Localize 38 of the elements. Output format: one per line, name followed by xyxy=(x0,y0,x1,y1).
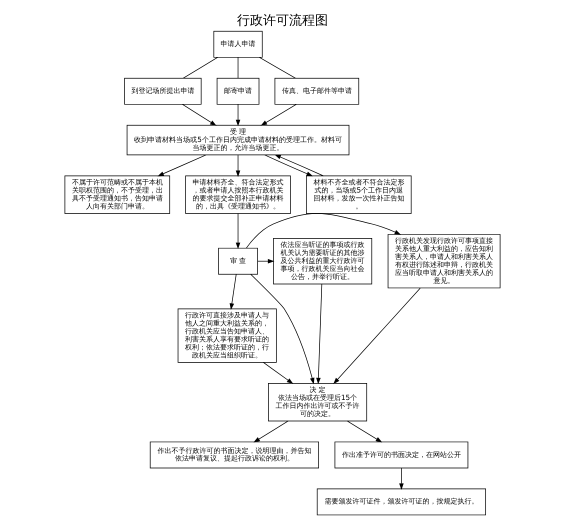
arrow xyxy=(346,420,382,442)
diagram-title: 行政许可流程图 xyxy=(236,13,328,28)
arrow xyxy=(182,104,216,126)
node-box: 受 理 收到申请材料当场或5个工作日内完成申请材料的受理工作。材料可当场更正的，允许当场更正。 xyxy=(126,124,349,156)
node-box: 决 定 依法当场或在受理后15个工作日内作出许可或不予许可的决定。 xyxy=(268,383,367,422)
node-box: 传真、电子邮件等申请 xyxy=(274,78,359,105)
node-box: 作出准予许可的书面决定，在网站公开 xyxy=(334,442,468,468)
arrow xyxy=(332,288,420,384)
arrow xyxy=(252,420,288,442)
connector xyxy=(258,57,296,79)
arrow xyxy=(398,468,404,490)
node-box: 依法应当听证的事项或行政机关认为需要听证的其他涉及公共利益的重大行政许可事项，行政机关应当向社会公告，并举行听证。 xyxy=(272,238,372,284)
arrow xyxy=(229,274,236,310)
connector xyxy=(237,57,238,79)
node-box: 不属于许可范畴或不属于本机关职权范围的，不予受理，出具不予受理通知书，告知申请人向有关部门申请。 xyxy=(64,176,170,214)
arrow xyxy=(156,154,206,176)
arrow xyxy=(235,104,240,126)
node-box: 申请人申请 xyxy=(212,30,262,58)
arrow xyxy=(264,154,313,176)
connector xyxy=(182,57,218,79)
arrow xyxy=(235,213,240,250)
node-box: 行政机关发现行政许可事项直接关系他人重大利益的，应告知利害关系人，申请人和利害关系人有权进行陈述和申辩，行政机关应当听取申请人和利害关系人的意见。 xyxy=(387,234,500,288)
arrow xyxy=(250,274,314,384)
arrow xyxy=(316,284,322,384)
node-box: 邮寄申请 xyxy=(216,78,259,105)
arrow xyxy=(235,154,240,177)
arrow xyxy=(257,258,274,264)
arrow xyxy=(274,154,324,176)
node-box: 材料不齐全或者不符合法定形式的，当场或5个工作日内退回材料，发放一次性补正告知。 xyxy=(306,176,412,214)
node-box: 作出不予行政许可的书面决定，说明理由，并告知依法申请复议、提起行政诉讼的权利。 xyxy=(149,442,319,468)
arrow xyxy=(260,104,296,126)
node-box: 到登记场所提出申请 xyxy=(124,78,202,105)
node-box: 审 查 xyxy=(218,248,258,275)
node-box: 申请材料齐全、符合法定形式，或者申请人按照本行政机关的要求提交全部补正申请材料的，出具《受理通知书》。 xyxy=(184,176,290,214)
arrow xyxy=(245,213,401,248)
node-box: 需要颁发许可证件，颁发许可证的，按规定执行。 xyxy=(316,488,486,516)
node-box: 行政许可直接涉及申请人与他人之间重大利益关系的，行政机关应当告知申请人、利害关系人享有要求听证的权利；依法要求听证的，行政机关应当组织听证。 xyxy=(177,308,276,363)
arrow xyxy=(262,362,293,384)
